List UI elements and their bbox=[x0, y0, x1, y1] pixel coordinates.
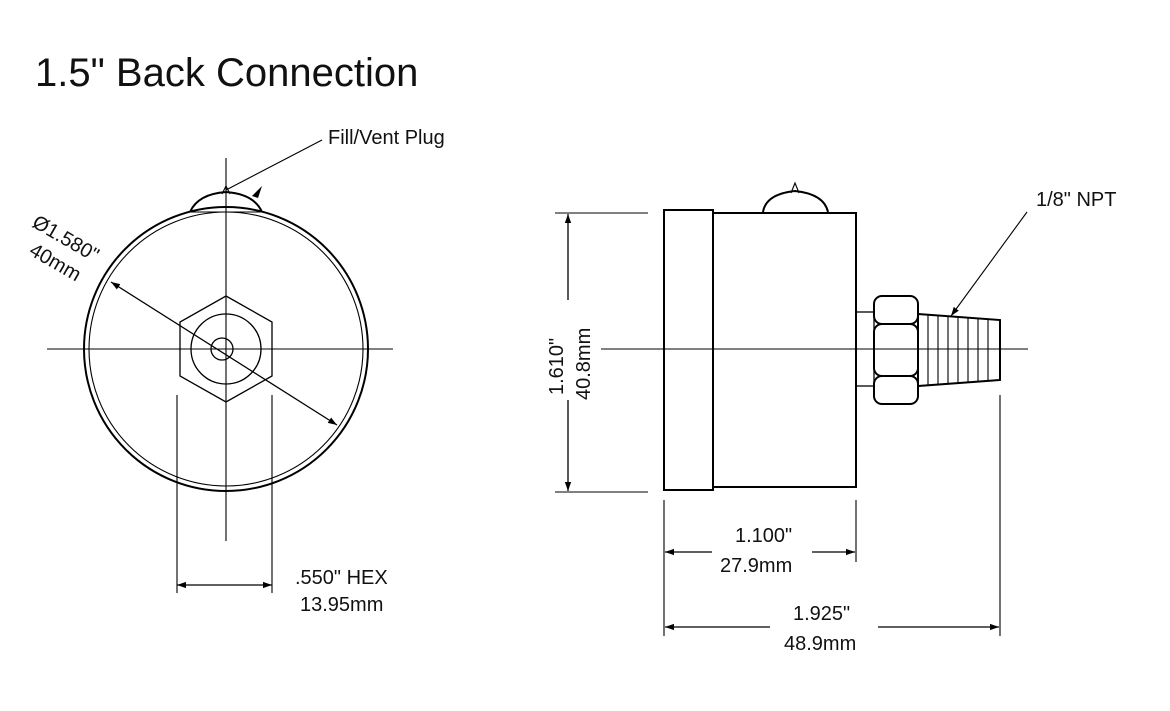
hex-in-label: .550" HEX bbox=[295, 567, 388, 589]
side-plug-tip bbox=[790, 181, 800, 194]
gauge-bezel bbox=[663, 209, 714, 491]
gauge-case bbox=[712, 212, 857, 488]
hex-nut-middle-face bbox=[873, 323, 919, 377]
height-in-label: 1.610" bbox=[546, 338, 568, 395]
page-title: 1.5" Back Connection bbox=[35, 51, 418, 95]
overall-mm-label: 48.9mm bbox=[784, 633, 856, 655]
fill-vent-plug-arrowhead bbox=[252, 186, 262, 198]
hex-mm-label: 13.95mm bbox=[300, 594, 383, 616]
back-view: Ø1.580" 40mm Fill/Vent Plug .550" HEX 13… bbox=[26, 127, 445, 616]
npt-leader bbox=[950, 211, 1028, 317]
hex-nut-bottom-face bbox=[873, 375, 919, 405]
npt-thread-lines bbox=[927, 315, 989, 385]
depth-in-label: 1.100" bbox=[735, 525, 792, 547]
fill-vent-plug-leader bbox=[225, 139, 323, 191]
hex-nut-top-face bbox=[873, 295, 919, 325]
overall-in-label: 1.925" bbox=[793, 603, 850, 625]
side-plug-dome bbox=[762, 189, 829, 213]
npt-thread bbox=[917, 312, 1001, 388]
fill-vent-plug-label: Fill/Vent Plug bbox=[328, 127, 445, 149]
side-view: 1/8" NPT 1.610" 40.8mm 1.100" 27.9mm 1.9… bbox=[546, 181, 1116, 655]
diameter-dimension-line bbox=[110, 281, 338, 426]
depth-mm-label: 27.9mm bbox=[720, 555, 792, 577]
npt-label: 1/8" NPT bbox=[1036, 189, 1116, 211]
height-mm-label: 40.8mm bbox=[573, 328, 595, 400]
